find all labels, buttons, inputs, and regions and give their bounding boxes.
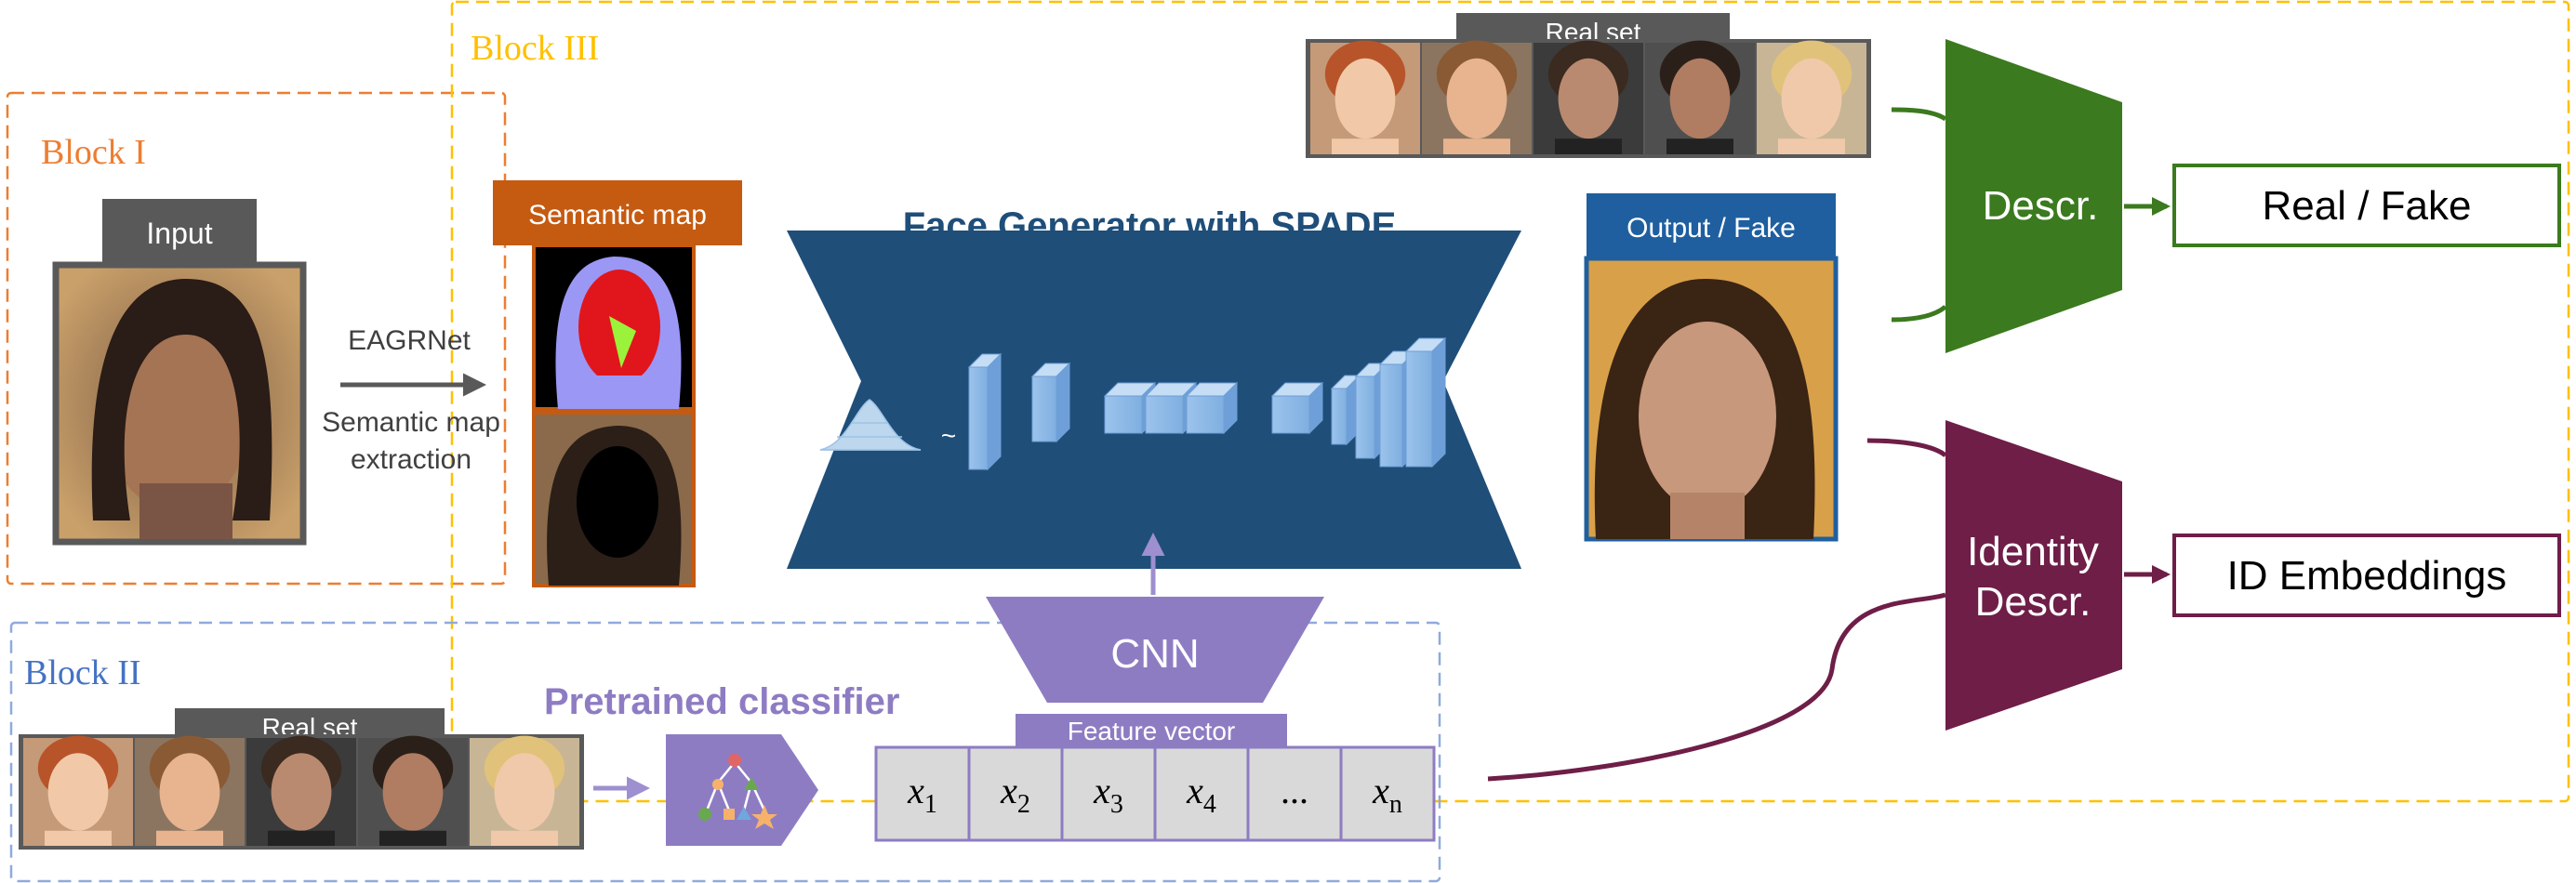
feature-vector-tag: [1016, 714, 1287, 747]
generator-layer-cube: [1404, 336, 1447, 468]
generator-layer-cube: [967, 352, 1003, 471]
block-1-title: Block I: [41, 133, 146, 172]
feature-to-identity-connector: [1487, 592, 1946, 782]
output-to-identity-connector: [1866, 438, 1947, 458]
real-fake-box: [2172, 164, 2561, 247]
output-tag: [1587, 193, 1836, 258]
cnn-block: [986, 597, 1324, 703]
gaussian-noise-icon: [819, 399, 922, 451]
feature-cell-label: x3: [1093, 770, 1123, 819]
step-label-line2: extraction: [351, 444, 471, 475]
block-3-title: Block III: [471, 29, 599, 68]
input-face-image: [52, 261, 307, 546]
generator-layers: [967, 336, 1447, 471]
feature-cell: x4: [1153, 745, 1250, 842]
identity-label-line2: Descr.: [1975, 579, 2091, 625]
feature-cell-label: x1: [907, 770, 937, 819]
fake-to-descr-connector: [1891, 304, 1947, 323]
id-embeddings-box: [2172, 534, 2561, 617]
descr-label: Descr.: [1983, 183, 2099, 229]
classifier-tree-icon: [666, 734, 818, 846]
masked-face-image: [532, 411, 696, 587]
step-label-line1: Semantic map: [322, 407, 500, 438]
discriminator: [1945, 39, 2122, 353]
real-face-thumbnail: [470, 735, 579, 846]
feature-vector-label: Feature vector: [1068, 717, 1236, 745]
feature-vector: x1 x2 x3 x4... xn: [874, 745, 1436, 842]
real-face-thumbnail: [23, 735, 133, 846]
output-face-image: [1584, 256, 1839, 542]
block-3-frame: [450, 0, 2570, 803]
semantic-map-tag: [493, 180, 742, 245]
id-embeddings-label: ID Embeddings: [2227, 553, 2507, 599]
real-set-bottom-images: [19, 734, 584, 850]
identity-descriptor: [1945, 420, 2122, 731]
block-2-frame: [9, 621, 1441, 883]
real-face-thumbnail: [135, 735, 245, 846]
real-face-thumbnail: [1422, 40, 1532, 154]
feature-cell-label: xn: [1372, 770, 1402, 819]
generator-layer-cube: [1030, 362, 1071, 443]
tilde-symbol: ~: [941, 421, 956, 450]
generator-title: Face Generator with SPADE: [903, 205, 1397, 246]
real-set-top-images: [1306, 39, 1871, 158]
feature-cell: x3: [1060, 745, 1157, 842]
feature-cell: xn: [1339, 745, 1436, 842]
identity-label-line1: Identity: [1967, 529, 2099, 574]
real-fake-label: Real / Fake: [2263, 183, 2472, 229]
cnn-label: CNN: [1110, 631, 1199, 677]
real-to-descr-connector: [1891, 107, 1947, 122]
feature-cell: x1: [874, 745, 971, 842]
generator-layer-cube: [1185, 381, 1239, 435]
classifier-label: Pretrained classifier: [544, 681, 899, 722]
real-face-thumbnail: [1757, 40, 1866, 154]
feature-cell-label: x2: [1000, 770, 1030, 819]
real-face-thumbnail: [1645, 40, 1755, 154]
feature-cell: ...: [1246, 745, 1343, 842]
real-face-thumbnail: [1534, 40, 1643, 154]
method-label: EAGRNet: [348, 325, 471, 356]
input-label: Input: [146, 217, 212, 250]
feature-cell-label: x4: [1186, 770, 1216, 819]
input-tag: [102, 199, 257, 264]
generator-layer-cube: [1270, 381, 1324, 435]
feature-cell: x2: [967, 745, 1064, 842]
real-face-thumbnail: [358, 735, 468, 846]
feature-cell-label: ...: [1281, 770, 1308, 811]
block-2-title: Block II: [24, 653, 141, 692]
block-1-frame: [6, 91, 507, 586]
semantic-map-image: [532, 244, 696, 411]
real-face-thumbnail: [246, 735, 356, 846]
semantic-map-label: Semantic map: [528, 200, 707, 231]
real-face-thumbnail: [1310, 40, 1420, 154]
output-label: Output / Fake: [1627, 213, 1796, 244]
